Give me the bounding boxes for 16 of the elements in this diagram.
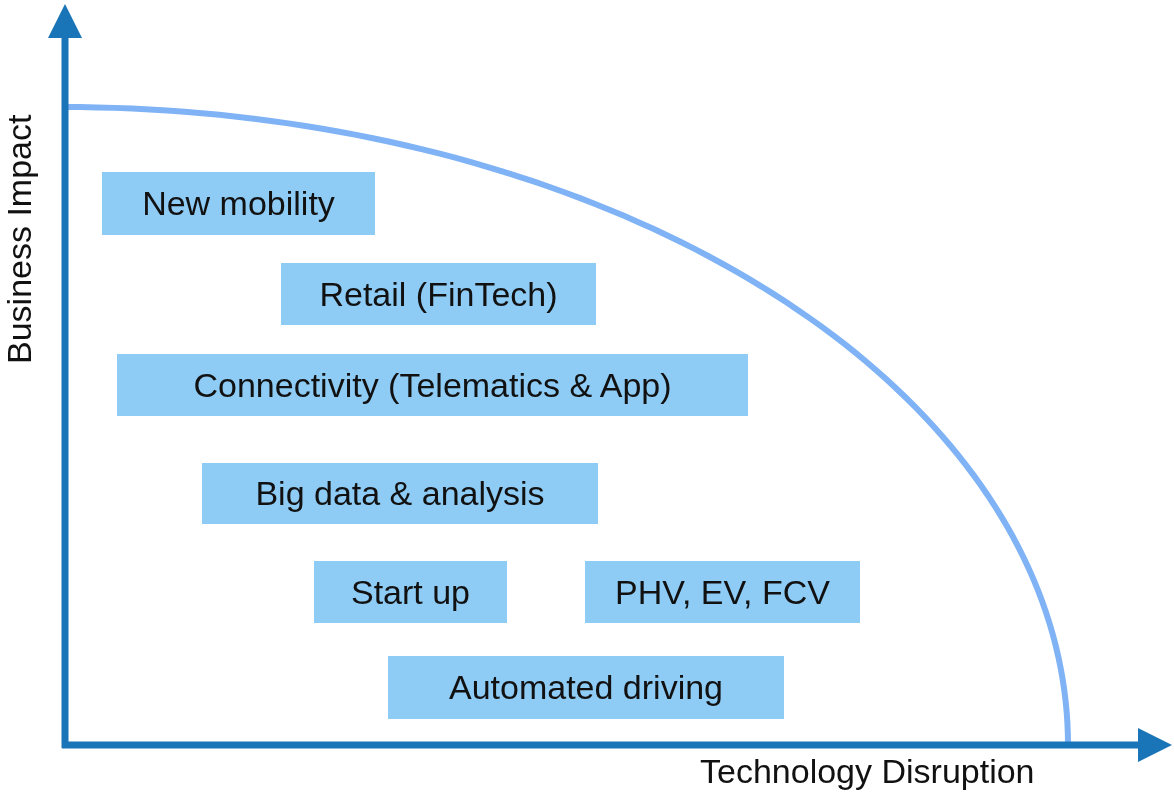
category-box	[117, 354, 748, 416]
category-label: PHV, EV, FCV	[615, 572, 830, 612]
category-label: Start up	[350, 572, 471, 612]
category-box	[314, 561, 507, 623]
category-box	[585, 561, 860, 623]
category-box	[388, 656, 784, 719]
category-box	[281, 263, 596, 325]
category-label: Big data & analysis	[255, 474, 545, 513]
category-label: Connectivity (Telematics & App)	[193, 365, 672, 405]
category-label: New mobility	[142, 184, 335, 223]
y-axis-title: Business Impact	[0, 114, 39, 364]
category-label: Automated driving	[448, 668, 723, 707]
category-box	[202, 463, 598, 524]
category-label: Retail (FinTech)	[319, 274, 558, 314]
category-box	[102, 172, 375, 235]
x-axis-title: Technology Disruption	[700, 752, 1035, 791]
